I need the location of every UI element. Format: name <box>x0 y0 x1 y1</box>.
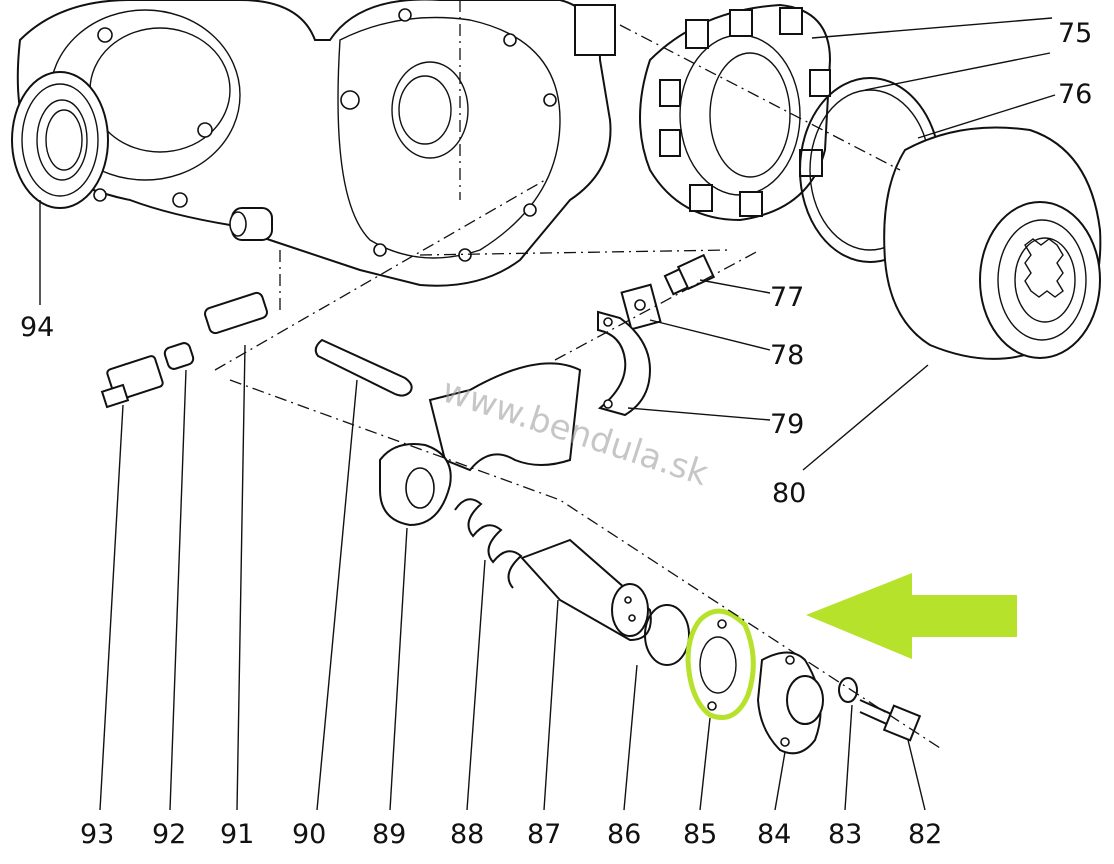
highlight-arrow <box>806 573 1017 659</box>
clutch-ring-75 <box>639 3 832 222</box>
part-label-75: 75 <box>1058 18 1092 49</box>
piston-87 <box>520 538 652 642</box>
part-label-85: 85 <box>683 819 717 850</box>
gasket-85-highlighted <box>685 608 756 720</box>
bearing-94 <box>11 71 109 209</box>
part-label-86: 86 <box>607 819 641 850</box>
o-ring-86 <box>644 604 690 666</box>
part-label-92: 92 <box>152 819 186 850</box>
part-labels: 75 76 77 78 79 80 82 83 84 85 86 87 88 8… <box>20 18 1092 850</box>
assembly-center-lines <box>214 0 941 749</box>
ring-92 <box>163 342 195 370</box>
bolt-82 <box>859 699 922 742</box>
washer-83 <box>838 677 858 703</box>
part-label-93: 93 <box>80 819 114 850</box>
sleeve-91 <box>204 291 268 335</box>
cover-84 <box>756 651 824 755</box>
part-label-84: 84 <box>757 819 791 850</box>
splined-hub-80 <box>883 126 1102 360</box>
part-label-90: 90 <box>292 819 326 850</box>
shift-rod-90 <box>314 338 413 397</box>
part-label-80: 80 <box>772 478 806 509</box>
part-label-91: 91 <box>220 819 254 850</box>
part-label-83: 83 <box>828 819 862 850</box>
switch-93 <box>100 355 164 409</box>
part-label-88: 88 <box>450 819 484 850</box>
shift-fork-89 <box>379 362 582 527</box>
screw-77 <box>663 253 716 296</box>
housing-casting <box>16 0 616 287</box>
clamp-79 <box>597 310 652 417</box>
lock-plate-78 <box>620 283 662 331</box>
part-label-82: 82 <box>908 819 942 850</box>
leader-lines <box>39 17 1056 811</box>
part-label-78: 78 <box>770 340 804 371</box>
part-label-94: 94 <box>20 312 54 343</box>
part-label-77: 77 <box>770 282 804 313</box>
part-label-87: 87 <box>527 819 561 850</box>
part-label-79: 79 <box>770 409 804 440</box>
part-label-76: 76 <box>1058 79 1092 110</box>
spring-88 <box>454 498 523 589</box>
part-label-89: 89 <box>372 819 406 850</box>
